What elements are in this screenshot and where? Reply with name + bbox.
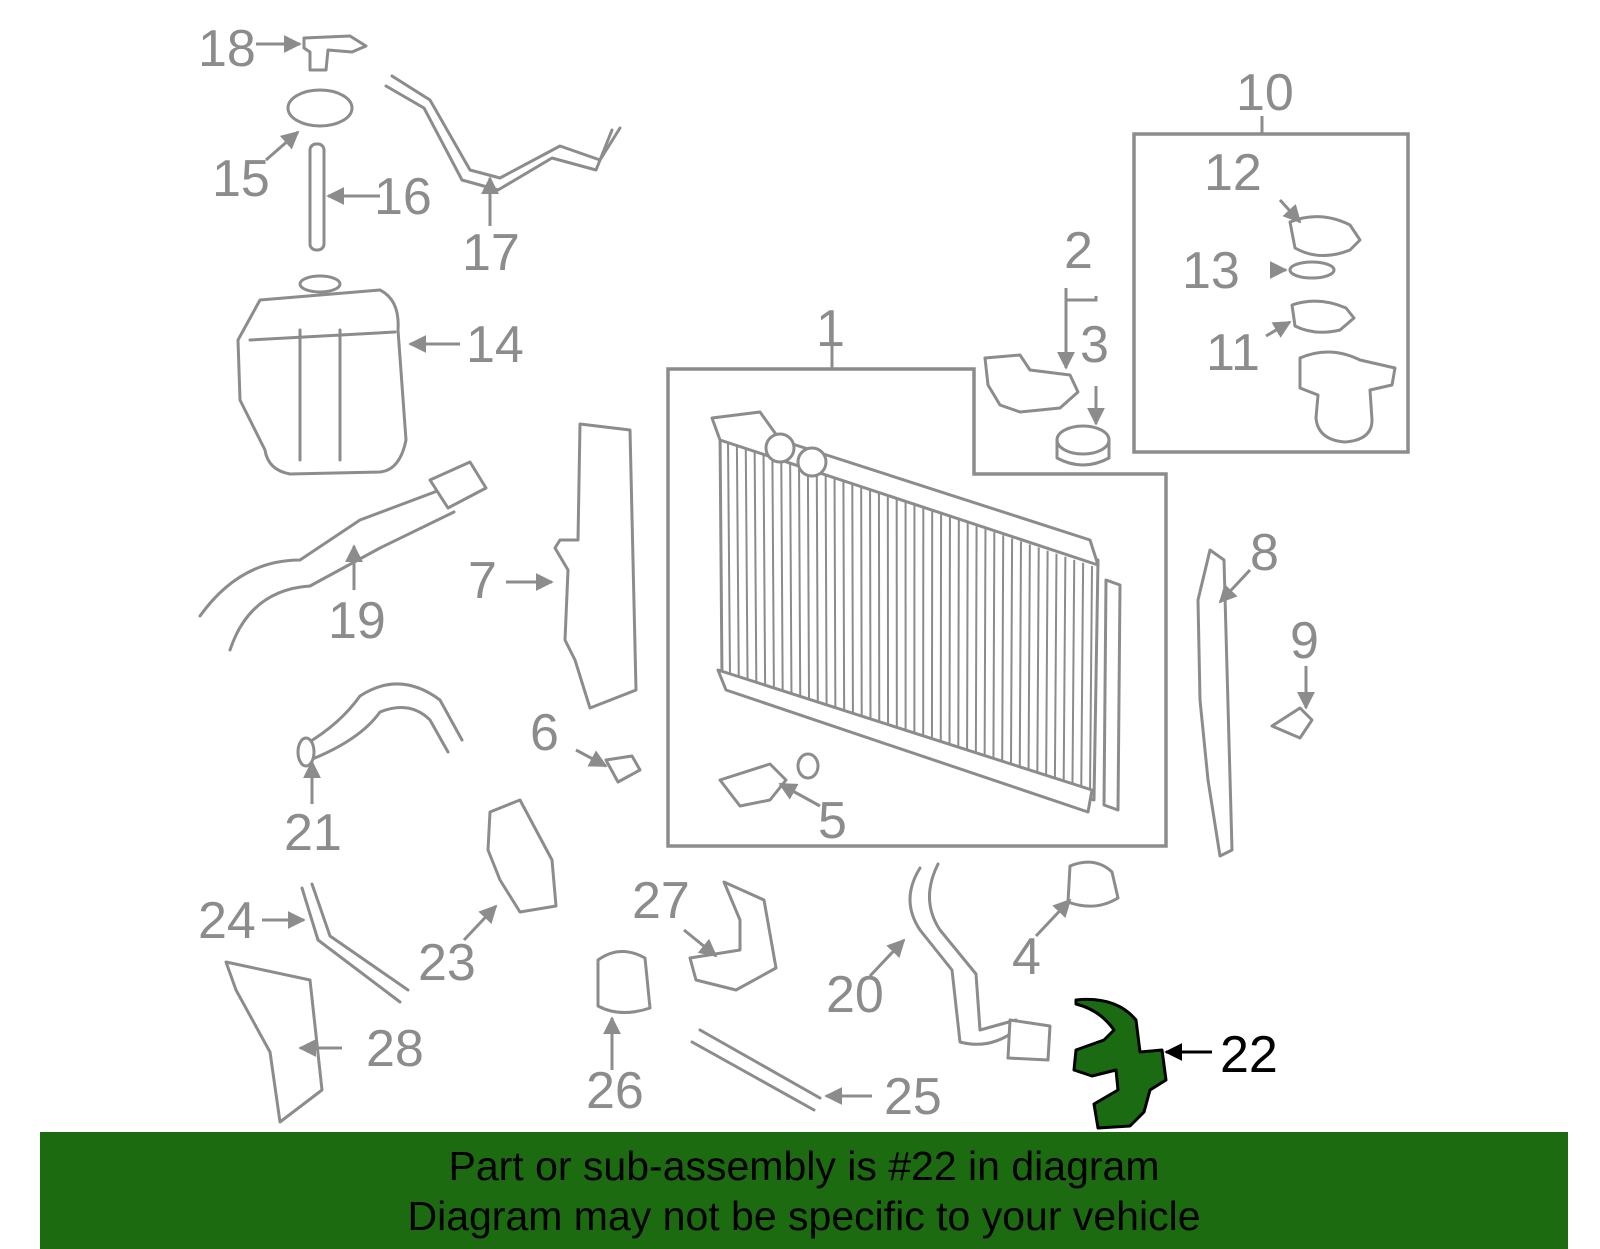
radiator-fin	[833, 476, 837, 711]
callout-16: 16	[374, 168, 432, 226]
callout-25: 25	[884, 1068, 942, 1126]
radiator-fin	[824, 473, 828, 708]
radiator-fin	[851, 483, 854, 717]
radiator-fin	[806, 467, 811, 702]
callout-19: 19	[328, 592, 386, 650]
radiator-fin	[842, 479, 846, 714]
radiator-fin	[1080, 562, 1085, 792]
radiator-fin	[789, 461, 793, 697]
radiator-fin	[1071, 559, 1076, 789]
callout-9: 9	[1290, 612, 1319, 670]
callout-labels: 1 2 3 4 5 6 7 8 9 10 11 12 13 14 15 16 1…	[198, 20, 1319, 1126]
callout-14: 14	[466, 316, 524, 374]
radiator-fin	[780, 458, 784, 694]
radiator-fin	[1009, 538, 1014, 769]
callout-15: 15	[212, 150, 270, 208]
callout-10: 10	[1236, 64, 1294, 122]
callout-6: 6	[530, 704, 559, 762]
callout-22: 22	[1220, 1026, 1278, 1084]
radiator-fin	[727, 439, 731, 677]
radiator-fin	[1045, 550, 1049, 780]
radiator-fin	[992, 532, 996, 763]
callout-18: 18	[198, 20, 256, 78]
filler-group-box	[1132, 132, 1410, 454]
radiator-fin	[983, 529, 987, 760]
misc-parts	[224, 422, 1314, 1124]
radiator-fin	[753, 449, 758, 685]
callout-5: 5	[818, 792, 847, 850]
callout-26: 26	[586, 1062, 644, 1120]
radiator-fin	[744, 446, 749, 682]
callout-12: 12	[1204, 144, 1262, 202]
callout-2: 2	[1064, 222, 1093, 280]
radiator-fin	[735, 443, 740, 679]
radiator-fin	[1018, 541, 1022, 771]
radiator-part	[710, 410, 1122, 814]
radiator-fin	[1036, 547, 1040, 777]
banner-line-2: Diagram may not be specific to your vehi…	[407, 1193, 1201, 1239]
radiator-fin	[1053, 553, 1058, 783]
callout-27: 27	[632, 872, 690, 930]
radiator-fin	[1001, 535, 1005, 766]
radiator-fin	[1027, 544, 1031, 774]
callout-21: 21	[284, 804, 342, 862]
radiator-group-box	[666, 367, 1168, 848]
reservoir-tank	[236, 274, 408, 476]
radiator-fin	[815, 470, 819, 705]
bracket-parts-2-3	[983, 353, 1111, 467]
filler-neck-parts	[1288, 215, 1397, 444]
callout-4: 4	[1012, 928, 1041, 986]
callout-20: 20	[826, 966, 884, 1024]
radiator-fin	[957, 519, 960, 751]
callout-17: 17	[462, 224, 520, 282]
radiator-fin	[771, 455, 775, 691]
callout-24: 24	[198, 892, 256, 950]
callout-13: 13	[1182, 242, 1240, 300]
callout-7: 7	[468, 552, 497, 610]
radiator-fin	[798, 464, 802, 700]
callout-28: 28	[366, 1020, 424, 1078]
radiator-fin	[762, 452, 767, 688]
radiator-fin	[974, 526, 978, 757]
radiator-fin	[1062, 556, 1067, 786]
callout-11: 11	[1206, 324, 1260, 382]
callout-8: 8	[1250, 524, 1279, 582]
callout-23: 23	[418, 934, 476, 992]
callout-1: 1	[816, 300, 845, 358]
part-22-highlight	[1072, 997, 1168, 1130]
callout-3: 3	[1080, 316, 1109, 374]
radiator-fin	[1089, 565, 1093, 795]
radiator-fin	[966, 522, 969, 754]
info-banner: Part or sub-assembly is #22 in diagram D…	[40, 1132, 1568, 1249]
banner-line-1: Part or sub-assembly is #22 in diagram	[448, 1143, 1160, 1189]
radiator-fin	[860, 486, 863, 720]
leader-lines	[256, 35, 1315, 1105]
